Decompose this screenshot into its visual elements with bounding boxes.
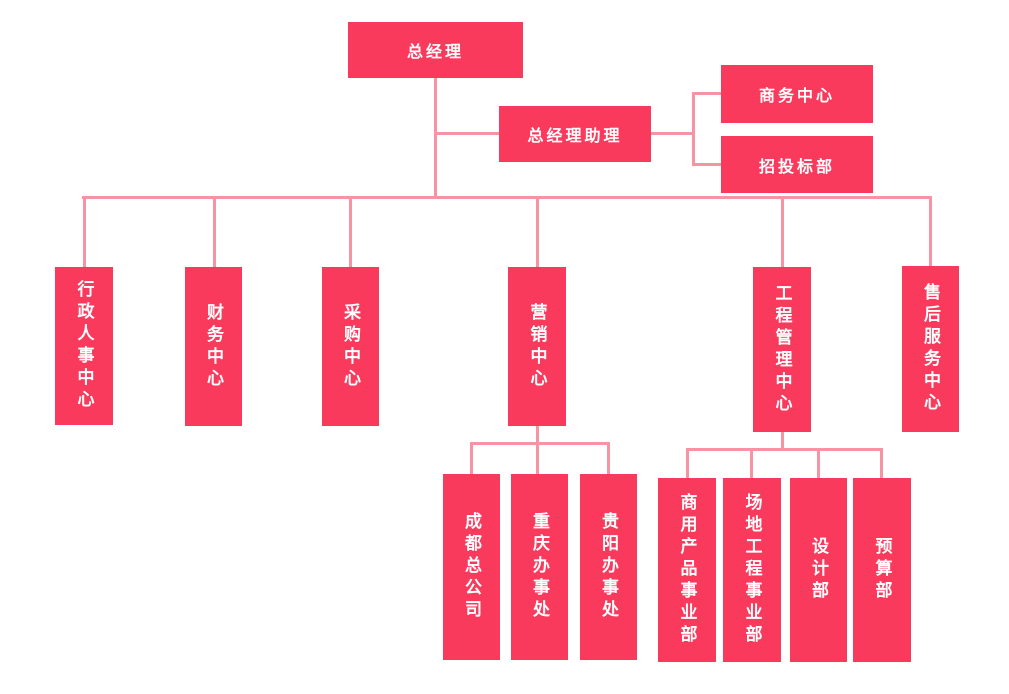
connector-bracket-to-guiyang [607,442,610,474]
node-chengdu-hq[interactable]: 成都总公司 [443,474,500,660]
connector-bracket-to-design [817,448,820,478]
connector-marketing-stub [536,426,539,444]
connector-bracket-to-budget [880,448,883,478]
node-commercial-products-div[interactable]: 商用产品事业部 [658,478,716,662]
node-admin-hr-center[interactable]: 行政人事中心 [55,267,113,425]
connector-bracket-to-commercial-products [686,448,689,478]
connector-bus-to-admin-hr [83,196,86,267]
node-site-engineering-div[interactable]: 场地工程事业部 [723,478,781,662]
connector-engineering-bracket [686,448,883,451]
connector-bus-to-engineering [781,196,784,267]
connector-bracket-to-business [692,92,721,95]
connector-marketing-bracket [470,442,610,445]
node-marketing-center[interactable]: 营销中心 [508,267,566,426]
connector-main-bus [82,196,932,199]
connector-bus-to-finance [213,196,216,267]
connector-bracket-to-chengdu [470,442,473,474]
node-budget-dept[interactable]: 预算部 [853,478,911,662]
node-bidding-dept[interactable]: 招投标部 [721,136,873,193]
connector-bracket-to-site-engineering [750,448,753,478]
node-finance-center[interactable]: 财务中心 [185,267,242,426]
node-procurement-center[interactable]: 采购中心 [322,267,379,426]
connector-engineering-stub [781,432,784,450]
node-chongqing-office[interactable]: 重庆办事处 [511,474,568,660]
connector-gm-to-assistant [434,132,499,135]
connector-bus-to-procurement [349,196,352,267]
node-guiyang-office[interactable]: 贵阳办事处 [580,474,637,660]
connector-gm-vertical [434,78,437,197]
connector-bracket-to-bidding [692,163,721,166]
connector-bus-to-after-sales [929,196,932,266]
node-engineering-mgmt-center[interactable]: 工程管理中心 [753,267,811,432]
node-business-center[interactable]: 商务中心 [721,65,873,123]
connector-bus-to-marketing [536,196,539,267]
connector-assistant-to-bracket [651,132,695,135]
node-design-dept[interactable]: 设计部 [790,478,847,662]
node-general-manager[interactable]: 总经理 [348,22,523,78]
connector-bracket-to-chongqing [536,442,539,474]
node-after-sales-center[interactable]: 售后服务中心 [902,266,959,432]
node-gm-assistant[interactable]: 总经理助理 [499,106,651,162]
connector-right-bracket-vertical [692,92,695,166]
